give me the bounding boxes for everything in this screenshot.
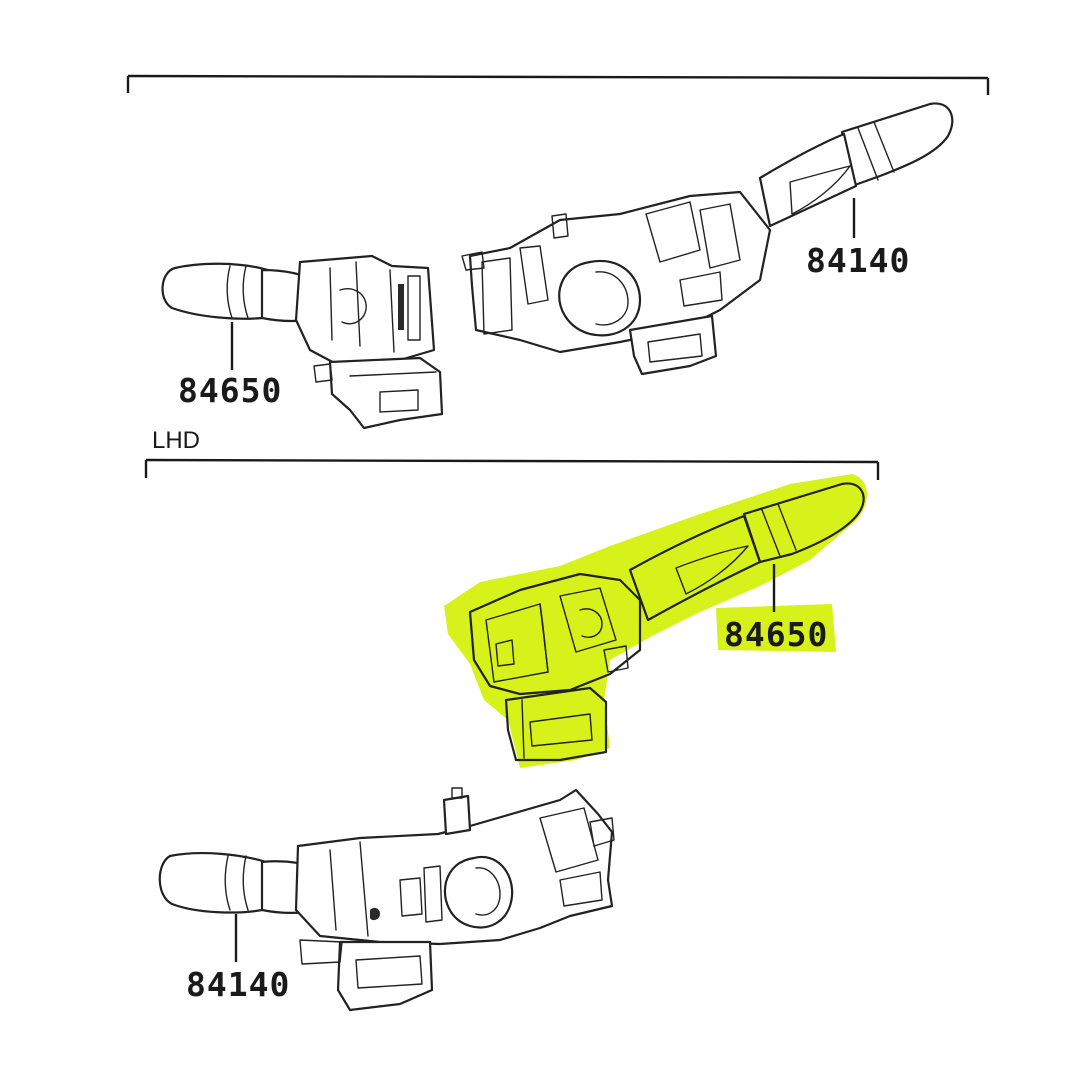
lhd-group-bracket — [144, 458, 880, 480]
section-label-lhd: LHD — [152, 427, 200, 454]
top-group-bracket — [126, 74, 990, 95]
switch-assembly-lhd-bottom[interactable] — [158, 787, 615, 1012]
part-number-top-left: 84650 — [178, 371, 282, 410]
switch-assembly-top-left[interactable] — [161, 254, 444, 430]
switch-assembly-lhd-highlighted[interactable] — [444, 474, 868, 768]
switch-assembly-top-right[interactable] — [461, 102, 954, 376]
part-number-lhd-highlighted: 84650 — [724, 615, 828, 654]
part-number-lhd-bottom: 84140 — [186, 965, 290, 1004]
part-number-top-right: 84140 — [806, 241, 910, 280]
